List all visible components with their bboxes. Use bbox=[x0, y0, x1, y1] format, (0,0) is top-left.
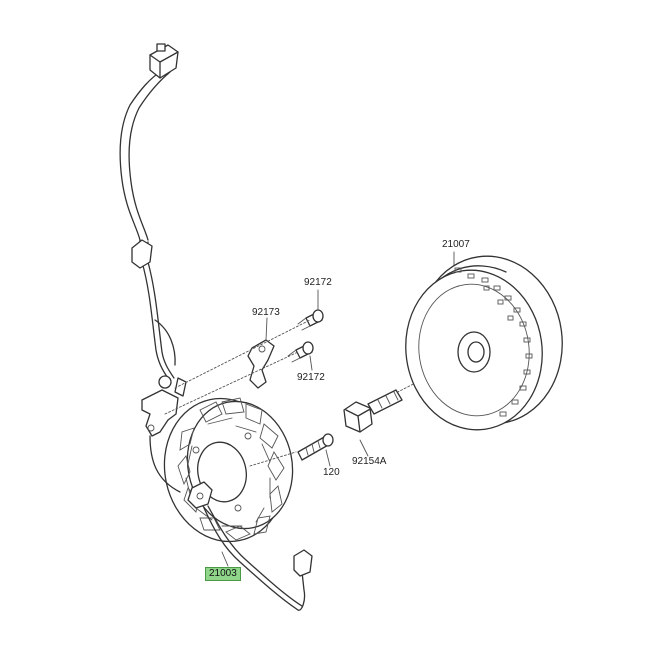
harness-grommet bbox=[131, 239, 153, 269]
clamp-part bbox=[247, 339, 275, 389]
stator-coil bbox=[163, 397, 294, 543]
harness-connector bbox=[149, 43, 179, 79]
stator-bolt-part bbox=[297, 433, 334, 461]
wiring-harness bbox=[119, 69, 176, 379]
label-92172-lower: 92172 bbox=[297, 372, 325, 383]
flywheel bbox=[405, 255, 563, 431]
stator-lead-wire bbox=[149, 435, 306, 611]
label-21007: 21007 bbox=[442, 239, 470, 250]
label-120: 120 bbox=[323, 467, 340, 478]
lead-connector bbox=[293, 549, 313, 577]
flywheel-bolt-part bbox=[343, 389, 403, 433]
label-92154a: 92154A bbox=[352, 456, 387, 467]
bolt-lower-part bbox=[287, 341, 314, 363]
bolt-upper-part bbox=[297, 309, 324, 331]
stator-pickup bbox=[187, 481, 213, 509]
label-21003-highlighted: 21003 bbox=[205, 567, 241, 581]
label-92173: 92173 bbox=[252, 307, 280, 318]
label-92172-upper: 92172 bbox=[304, 277, 332, 288]
